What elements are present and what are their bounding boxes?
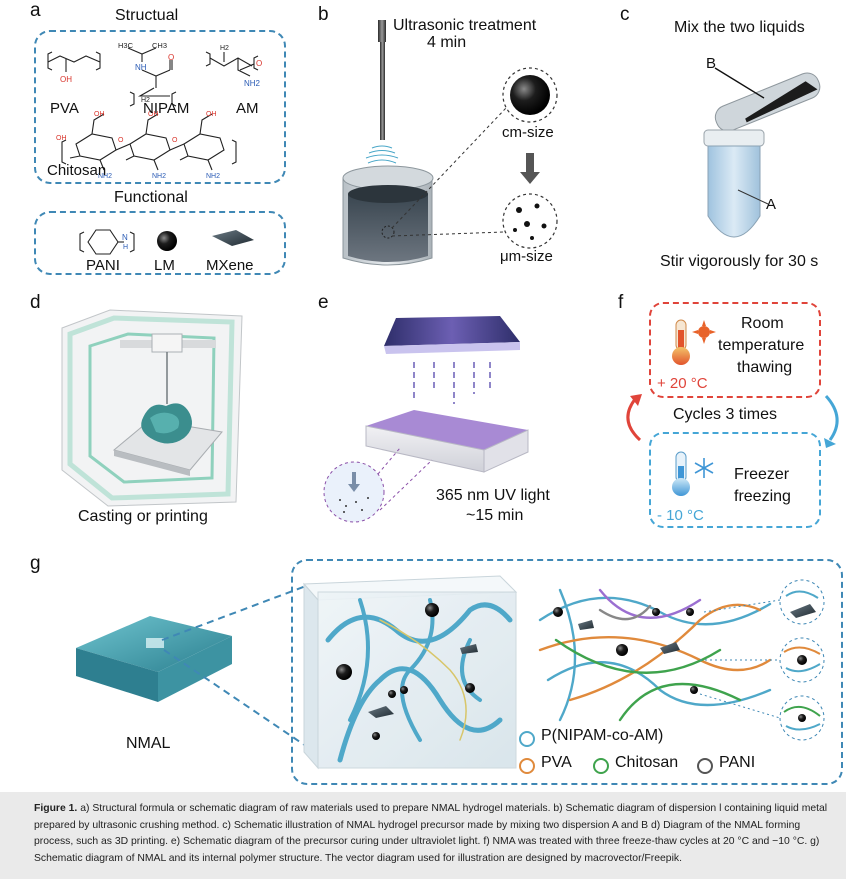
pani-n: N [122, 233, 128, 242]
chitosan-oh-4: OH [56, 135, 67, 142]
chitosan-oh-1: OH [94, 111, 105, 118]
label-pani: PANI [86, 257, 120, 274]
nipam-o: O [168, 53, 174, 62]
freezer-box [649, 432, 821, 528]
nmal-label: NMAL [126, 735, 171, 752]
legend-row-2: PVA Chitosan PANI [519, 754, 779, 776]
ultrasonic-beaker-drawing [342, 20, 558, 266]
chitosan-oh-2: OH [148, 111, 159, 118]
uv-curing-drawing [323, 316, 529, 523]
structural-title: Structual [115, 7, 179, 24]
label-chitosan: Chitosan [47, 162, 107, 179]
label-a-tube: A [766, 196, 777, 213]
functional-title: Functional [114, 189, 188, 206]
ultrasonic-title-2: 4 min [427, 34, 467, 51]
mixing-tubes-drawing [703, 67, 821, 238]
nipam-ch3: CH3 [152, 41, 167, 50]
chitosan-nh2-1: NH2 [98, 173, 112, 180]
panel-letter-e: e [318, 292, 329, 313]
legend-label-pva: PVA [541, 754, 572, 771]
mxene-sheet [212, 230, 254, 246]
am-o: O [256, 59, 262, 68]
pva-oh: OH [60, 75, 72, 84]
cm-droplet [510, 75, 550, 115]
freezer-line-1: Freezer [734, 466, 790, 483]
functional-items-drawing: N H [79, 229, 254, 255]
chitosan-o-1: O [118, 137, 124, 144]
legend-marker-pnipam [519, 731, 535, 747]
freeze-thaw-icons [626, 319, 839, 496]
label-mxene: MXene [206, 257, 254, 274]
um-size-label: μm-size [500, 248, 553, 265]
panel-letter-d: d [30, 292, 41, 313]
sun-icon [692, 320, 716, 344]
printer-drawing [61, 309, 243, 507]
nmal-structure-drawing [76, 575, 825, 770]
ultrasonic-title-1: Ultrasonic treatment [393, 17, 537, 34]
panel-letter-g: g [30, 553, 41, 574]
panel-letter-b: b [318, 4, 329, 25]
snowflake-icon [694, 458, 714, 478]
legend-label-chitosan: Chitosan [615, 754, 679, 771]
uv-line-1: 365 nm UV light [436, 487, 550, 504]
room-line-2: temperature [718, 337, 805, 354]
figure-caption: Figure 1. a) Structural formula or schem… [0, 792, 846, 879]
structural-formulas-drawing: OH H3C CH3 NH O H2 H2 O NH2 OH OH OH OH … [47, 41, 262, 180]
label-lm: LM [154, 257, 175, 274]
uv-line-2: ~15 min [466, 507, 524, 524]
lm-sphere [157, 231, 177, 251]
room-line-1: Room [741, 315, 784, 332]
panel-letter-a: a [30, 0, 41, 21]
stir-text: Stir vigorously for 30 s [660, 253, 819, 270]
room-thawing-box [649, 302, 821, 398]
chitosan-nh2-3: NH2 [206, 173, 220, 180]
cycles-label: Cycles 3 times [673, 406, 778, 423]
chitosan-nh2-2: NH2 [152, 173, 166, 180]
label-b-tube: B [706, 55, 717, 72]
cold-temp: - 10 °C [657, 507, 704, 524]
freezer-line-2: freezing [734, 488, 791, 505]
warm-temp: + 20 °C [657, 375, 708, 392]
nipam-h3c: H3C [118, 41, 134, 50]
room-line-3: thawing [737, 359, 793, 376]
structural-box [34, 30, 286, 184]
chitosan-oh-3: OH [206, 111, 217, 118]
structure-box [291, 559, 843, 785]
label-pva: PVA [50, 100, 79, 117]
caption-text: a) Structural formula or schematic diagr… [34, 803, 828, 864]
panel-letter-f: f [618, 292, 624, 313]
label-nipam: NIPAM [143, 100, 190, 117]
legend-marker-pva [519, 758, 535, 774]
nipam-h2: H2 [141, 97, 150, 104]
pani-h: H [123, 244, 128, 251]
figure-label: Figure 1. [34, 803, 78, 814]
casting-caption: Casting or printing [78, 508, 208, 525]
legend-label-pnipam: P(NIPAM-co-AM) [541, 727, 664, 744]
legend-label-pani: PANI [719, 754, 756, 771]
label-am: AM [236, 100, 259, 117]
legend-marker-pani [697, 758, 713, 774]
panel-letter-c: c [620, 4, 630, 25]
nipam-nh: NH [135, 63, 147, 72]
am-nh2: NH2 [244, 79, 261, 88]
chitosan-o-2: O [172, 137, 178, 144]
legend-marker-chitosan [593, 758, 609, 774]
mix-title: Mix the two liquids [674, 19, 805, 36]
functional-box [34, 211, 286, 275]
cm-size-label: cm-size [502, 124, 554, 141]
am-h2: H2 [220, 45, 229, 52]
